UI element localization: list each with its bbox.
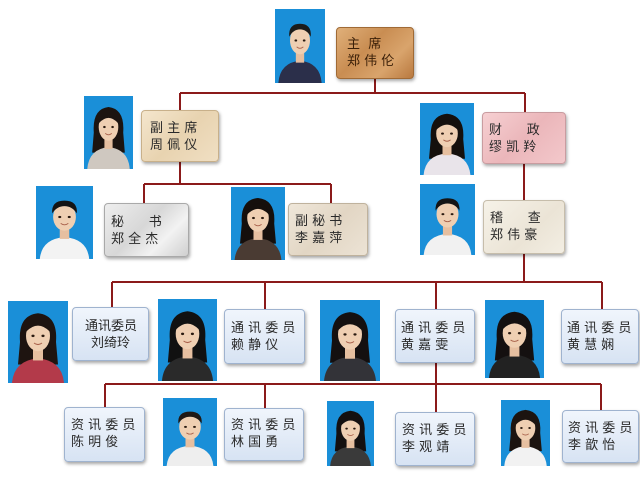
node-comm4: 通 讯 委 员 黄 慧 娴 bbox=[561, 309, 639, 364]
node-name: 陈 明 俊 bbox=[71, 435, 119, 450]
node-name: 刘绮玲 bbox=[91, 336, 131, 351]
node-comm1: 通讯委员 刘绮玲 bbox=[72, 307, 149, 361]
node-name: 周 佩 仪 bbox=[150, 138, 198, 153]
portrait-icon bbox=[231, 187, 285, 260]
node-name: 李 歆 怡 bbox=[568, 438, 616, 453]
node-title: 副 秘 书 bbox=[295, 214, 343, 229]
node-title: 通 讯 委 员 bbox=[567, 321, 632, 336]
node-info2: 资 讯 委 员 林 国 勇 bbox=[224, 408, 304, 461]
portrait-icon bbox=[36, 186, 93, 259]
node-name: 黄 嘉 雯 bbox=[401, 338, 449, 353]
portrait-icon bbox=[501, 400, 550, 466]
node-title: 副 主 席 bbox=[150, 121, 198, 136]
portrait-icon bbox=[327, 401, 374, 466]
portrait-icon bbox=[84, 96, 133, 169]
node-title: 通 讯 委 员 bbox=[231, 321, 296, 336]
node-name: 黄 慧 娴 bbox=[567, 338, 615, 353]
node-name: 赖 静 仪 bbox=[231, 338, 279, 353]
node-finance: 财 政 缪 凯 羚 bbox=[482, 112, 566, 164]
portrait-icon bbox=[420, 184, 475, 255]
node-title: 稽 查 bbox=[490, 211, 541, 226]
node-title: 秘 书 bbox=[111, 215, 162, 230]
node-title: 资 讯 委 员 bbox=[231, 418, 296, 433]
photo-info3 bbox=[327, 401, 374, 466]
portrait-icon bbox=[158, 299, 217, 381]
node-name: 郑 全 杰 bbox=[111, 232, 159, 247]
photo-vice bbox=[84, 96, 133, 169]
node-name: 郑 伟 伦 bbox=[347, 54, 395, 69]
node-comm3: 通 讯 委 员 黄 嘉 雯 bbox=[395, 309, 475, 363]
node-title: 财 政 bbox=[489, 123, 540, 138]
photo-comm3 bbox=[320, 300, 380, 381]
portrait-icon bbox=[320, 300, 380, 381]
node-name: 李 嘉 萍 bbox=[295, 231, 343, 246]
node-title: 通 讯 委 员 bbox=[401, 321, 466, 336]
node-name: 林 国 勇 bbox=[231, 435, 279, 450]
node-name: 缪 凯 羚 bbox=[489, 140, 537, 155]
node-title: 通讯委员 bbox=[85, 319, 138, 334]
photo-vice-secretary bbox=[231, 187, 285, 260]
node-title: 主 席 bbox=[347, 37, 382, 52]
node-info1: 资 讯 委 员 陈 明 俊 bbox=[64, 407, 145, 462]
portrait-icon bbox=[485, 300, 544, 378]
portrait-icon bbox=[163, 398, 217, 466]
node-comm2: 通 讯 委 员 赖 静 仪 bbox=[224, 309, 305, 364]
node-vice-secretary: 副 秘 书 李 嘉 萍 bbox=[288, 203, 368, 256]
node-chair: 主 席 郑 伟 伦 bbox=[336, 27, 414, 79]
photo-info2 bbox=[163, 398, 217, 466]
photo-auditor bbox=[420, 184, 475, 255]
portrait-icon bbox=[420, 103, 474, 175]
node-title: 资 讯 委 员 bbox=[71, 418, 136, 433]
node-secretary: 秘 书 郑 全 杰 bbox=[104, 203, 189, 257]
photo-finance bbox=[420, 103, 474, 175]
node-info4: 资 讯 委 员 李 歆 怡 bbox=[562, 410, 639, 463]
portrait-icon bbox=[8, 301, 68, 383]
photo-chair bbox=[275, 9, 325, 83]
node-auditor: 稽 查 郑 伟 豪 bbox=[483, 200, 565, 254]
node-title: 资 讯 委 员 bbox=[402, 423, 467, 438]
photo-info4 bbox=[501, 400, 550, 466]
photo-comm1 bbox=[8, 301, 68, 383]
photo-comm2 bbox=[158, 299, 217, 381]
photo-secretary bbox=[36, 186, 93, 259]
photo-comm4 bbox=[485, 300, 544, 378]
node-name: 郑 伟 豪 bbox=[490, 228, 538, 243]
node-title: 资 讯 委 员 bbox=[568, 421, 633, 436]
node-name: 李 观 靖 bbox=[402, 440, 450, 455]
node-vice: 副 主 席 周 佩 仪 bbox=[141, 110, 219, 162]
portrait-icon bbox=[275, 9, 325, 83]
node-info3: 资 讯 委 员 李 观 靖 bbox=[395, 412, 475, 466]
